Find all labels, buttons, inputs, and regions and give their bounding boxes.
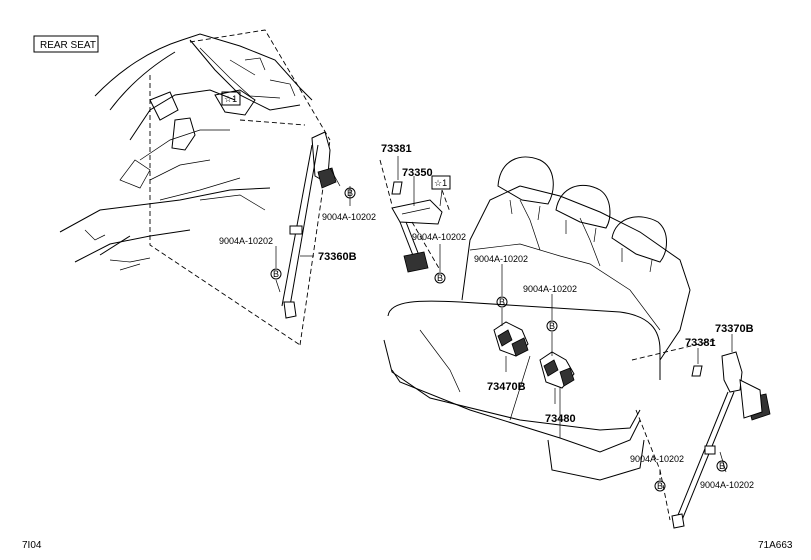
footer-right-code: 71A663 <box>758 540 793 551</box>
b-marker-2-text: B <box>273 269 279 279</box>
part-73470b: 73470B <box>487 381 526 393</box>
rear-seat-bench <box>383 156 691 481</box>
b-marker-6: B <box>654 480 666 492</box>
bolt-label-3: 9004A-10202 <box>412 232 466 242</box>
right-seat-belt-assembly <box>671 334 771 529</box>
b-marker-1-text: B <box>347 188 353 198</box>
center-bracket-assembly <box>391 181 443 273</box>
b-marker-4-text: B <box>499 297 505 307</box>
vehicle-body-panel <box>59 33 313 271</box>
center-leaders <box>379 156 451 272</box>
left-seat-belt-assembly <box>281 131 337 319</box>
bolt-label-6: 9004A-10202 <box>630 454 684 464</box>
footer-left-code: 7I04 <box>22 540 42 551</box>
star-marker-right: ☆1 <box>431 175 451 190</box>
right-buckle-73480 <box>539 351 575 404</box>
b-marker-7-text: B <box>719 461 725 471</box>
bolt-label-1: 9004A-10202 <box>322 212 376 222</box>
buckle-leaders <box>501 264 553 356</box>
bolt-label-4: 9004A-10202 <box>474 254 528 264</box>
part-73381-right: 73381 <box>685 337 716 349</box>
b-marker-1: B <box>344 187 356 199</box>
right-callout-outline <box>631 339 717 521</box>
b-marker-5-text: B <box>549 321 555 331</box>
b-marker-5: B <box>546 320 558 332</box>
bolt-label-5: 9004A-10202 <box>523 284 577 294</box>
part-73370b: 73370B <box>715 323 754 335</box>
b-marker-6-text: B <box>657 481 663 491</box>
b-marker-4: B <box>496 296 508 308</box>
part-73350: 73350 <box>402 167 433 179</box>
b-marker-3: B <box>434 272 446 284</box>
part-73360b: 73360B <box>318 251 357 263</box>
b-marker-7: B <box>716 460 728 472</box>
star-marker-left: ☆1 <box>221 91 241 106</box>
left-callout-outline <box>149 29 331 346</box>
left-bolt-leaders <box>275 167 351 293</box>
star-marker-left-text: ☆1 <box>224 94 237 104</box>
center-buckle-73470b <box>493 321 529 372</box>
bolt-label-7: 9004A-10202 <box>700 480 754 490</box>
part-73381-top: 73381 <box>381 143 412 155</box>
part-73480: 73480 <box>545 413 576 425</box>
section-label-box: REAR SEAT <box>33 35 99 53</box>
star-marker-right-text: ☆1 <box>434 178 447 188</box>
bolt-label-2: 9004A-10202 <box>219 236 273 246</box>
b-marker-3-text: B <box>437 273 443 283</box>
section-label: REAR SEAT <box>40 40 96 51</box>
b-marker-2: B <box>270 268 282 280</box>
